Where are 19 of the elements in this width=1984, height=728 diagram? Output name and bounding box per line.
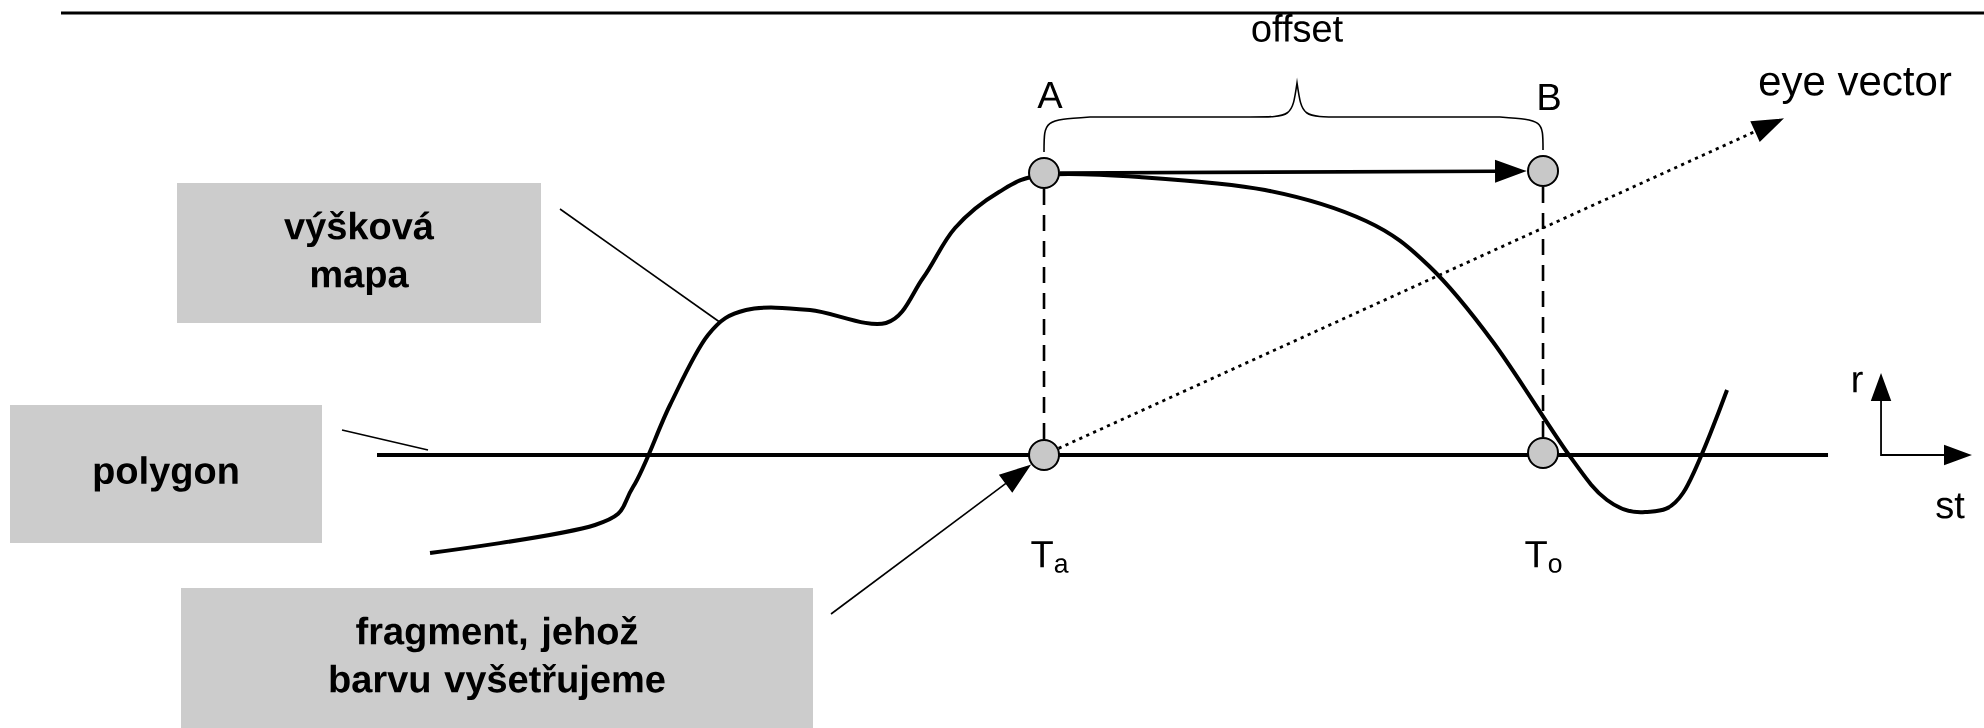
label-box: polygon <box>10 405 322 543</box>
brace-label: offset <box>1252 14 1343 42</box>
projection-line <box>1541 187 1545 437</box>
label-box: výšková mapa <box>177 183 541 323</box>
projection-line <box>1042 189 1046 439</box>
leader-line <box>341 429 429 451</box>
leader-line <box>559 208 722 324</box>
point-marker <box>1028 157 1060 189</box>
axis-label: r <box>1853 371 1863 393</box>
point-label: A <box>1037 81 1063 109</box>
label-box: fragment, jehož barvu vyšetřujeme <box>181 588 813 728</box>
point-label: B <box>1539 83 1560 111</box>
point-marker <box>1527 437 1560 469</box>
point-label: T$_{a}$ <box>1031 541 1069 573</box>
point-marker <box>1028 439 1060 471</box>
point-label: T$_{o}$ <box>1525 541 1562 573</box>
point-marker <box>1527 155 1560 187</box>
vector-label: eye vector <box>1759 68 1952 104</box>
axis-label: st <box>1936 493 1965 519</box>
